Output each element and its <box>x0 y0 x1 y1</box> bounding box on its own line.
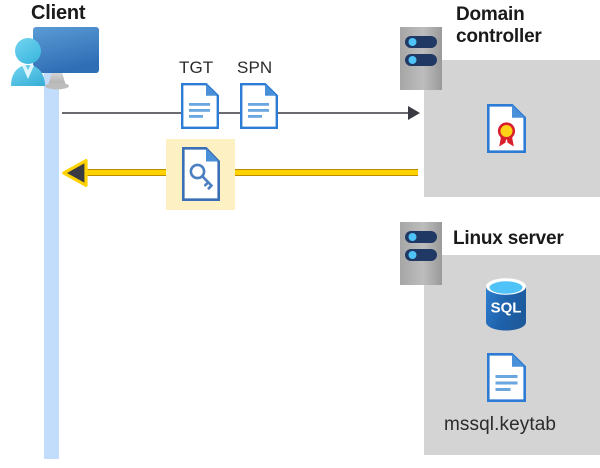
request-arrow-head <box>408 106 420 120</box>
certificate-document-icon <box>487 104 526 153</box>
response-arrow-line-left <box>78 169 166 176</box>
domain-controller-server-rack-icon <box>400 27 442 90</box>
keytab-file-label: mssql.keytab <box>444 414 557 435</box>
response-arrow-line-right <box>235 169 418 176</box>
tgt-document-icon <box>181 83 219 129</box>
response-arrow-head <box>62 158 88 188</box>
spn-document-icon <box>240 83 278 129</box>
request-arrow-line <box>62 112 411 114</box>
domain-controller-title-line2: controller <box>456 26 542 48</box>
linux-server-rack-icon <box>400 222 442 285</box>
spn-label: SPN <box>237 58 273 77</box>
client-user-monitor-icon <box>4 24 100 92</box>
client-lifeline <box>44 62 59 459</box>
ticket-key-document-icon <box>182 147 220 201</box>
page-title-client: Client <box>31 2 86 24</box>
domain-controller-title-line1: Domain <box>456 4 525 25</box>
sql-database-label: SQL <box>491 300 522 317</box>
keytab-document-icon <box>487 353 526 402</box>
sql-database-icon: SQL <box>483 277 529 331</box>
tgt-label: TGT <box>179 58 214 77</box>
page-title-domain-controller: Domain controller <box>456 4 542 49</box>
page-title-linux-server: Linux server <box>453 228 564 249</box>
